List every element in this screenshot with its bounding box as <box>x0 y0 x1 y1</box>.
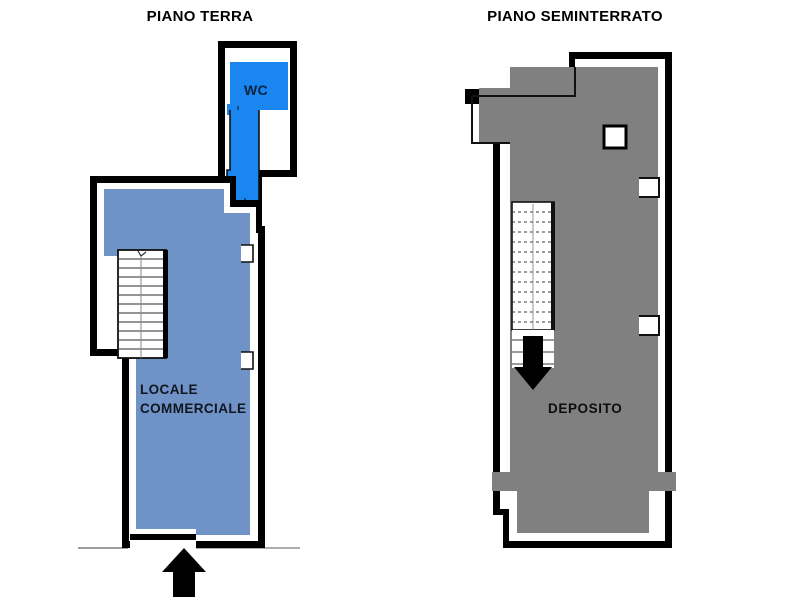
wall-niche-upper <box>241 245 253 262</box>
room-deposito-left-wing <box>479 96 510 143</box>
room-label-locale-line2: COMMERCIALE <box>140 401 246 416</box>
wall-left-arm <box>471 96 510 144</box>
plan-title-piano-terra: PIANO TERRA <box>146 8 254 25</box>
wall-niche-lower-right <box>639 316 659 335</box>
stair-stringer <box>163 250 168 358</box>
entrance-arrow-icon <box>162 548 206 597</box>
plan-title-piano-seminterrato: PIANO SEMINTERRATO <box>487 8 663 25</box>
wall-niche-upper-right <box>639 178 659 197</box>
room-label-deposito: DEPOSITO <box>548 401 622 416</box>
stair-direction-arrow-icon <box>514 336 552 390</box>
wall-niche-upper-outline <box>241 244 254 263</box>
wall-niche-lower <box>241 352 253 369</box>
room-label-locale-line1: LOCALE <box>140 382 198 397</box>
room-locale-upper-left-fill <box>104 189 136 256</box>
stair-up-marker <box>137 250 147 257</box>
shaft-opening-icon <box>602 124 628 150</box>
room-deposito-fill <box>479 67 676 533</box>
wall-niche-lower-right-outline <box>639 315 660 336</box>
stair-stringer <box>551 202 555 330</box>
wall-niche-upper-right-outline <box>639 177 660 198</box>
room-label-wc: WC <box>244 82 268 98</box>
staircase-piano-terra <box>117 249 168 359</box>
wall-niche-lower-outline <box>241 351 254 370</box>
staircase-piano-seminterrato <box>511 201 555 368</box>
wall-upper-arm <box>472 67 576 97</box>
